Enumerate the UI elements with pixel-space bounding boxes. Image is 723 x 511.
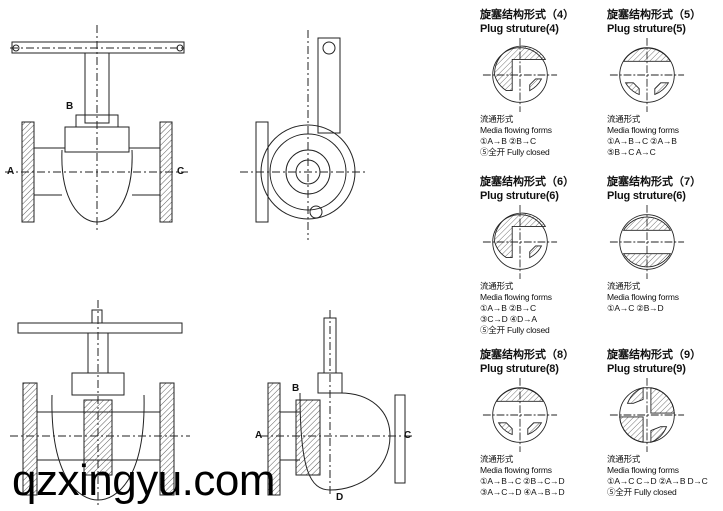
side-view-bottom [260,310,412,496]
port-label-a-2: A [255,430,263,441]
side-view-top [240,30,365,240]
valve-drawings [5,25,412,508]
port-label-c: C [177,166,185,177]
watermark: qzxingyu.com [12,456,276,505]
plug-structure-5: 旋塞结构形式（5） Plug struture(5) 流通形式 Media fl… [607,8,723,158]
port-label-b: B [66,101,74,112]
section-title-en: Plug struture(4) [480,23,559,35]
section-title-cn: 旋塞结构形式（5） [607,9,702,21]
section-title-en: Plug struture(6) [480,190,559,202]
section-title-cn: 旋塞结构形式（4） [480,9,575,21]
plug-section-diagram [609,377,685,453]
plug-section-diagram [482,37,558,113]
section-title-cn: 旋塞结构形式（6） [480,176,575,188]
section-title-en: Plug struture(8) [480,363,559,375]
flow-title-en: Media flowing forms [480,125,552,135]
plug-structure-7: 旋塞结构形式（7） Plug struture(6) 流通形式 Media fl… [607,175,723,314]
flow-line: ①A→B ②B→C [480,303,536,313]
flow-line: ①A→C C→D ②A→B D→C [607,476,708,486]
front-view-top [5,25,188,230]
flow-line: ⑤全开 Fully closed [607,487,677,497]
flow-title-cn: 流通形式 [480,281,514,291]
front-view-bottom [10,300,190,508]
section-title-cn: 旋塞结构形式（8） [480,349,575,361]
plug-section-diagram [482,377,558,453]
flow-line: ③C→D ④D→A [480,314,537,324]
port-label-a: A [7,166,15,177]
flow-title-cn: 流通形式 [607,114,641,124]
plug-section-diagram [609,37,685,113]
flow-title-en: Media flowing forms [607,465,679,475]
section-title-en: Plug struture(6) [607,190,686,202]
flow-line: ⑤全开 Fully closed [480,147,550,157]
flow-line: ③A→C→D ④A→B→D [480,487,565,497]
flow-title-cn: 流通形式 [607,281,641,291]
flow-line: ⑤B→C A→C [607,147,656,157]
section-title-cn: 旋塞结构形式（9） [607,349,702,361]
port-label-c-2: C [404,430,412,441]
flow-line: ⑤全开 Fully closed [480,325,550,335]
flow-title-cn: 流通形式 [480,114,514,124]
section-title-en: Plug struture(9) [607,363,686,375]
flow-title-cn: 流通形式 [480,454,514,464]
plug-structure-9: 旋塞结构形式（9） Plug struture(9) 流通形式 Media fl… [607,348,723,498]
flow-line: ①A→B→C ②A→B [607,136,677,146]
flow-line: ①A→B→C ②B→C→D [480,476,565,486]
section-title-cn: 旋塞结构形式（7） [607,176,702,188]
plug-structure-8: 旋塞结构形式（8） Plug struture(8) 流通形式 Media fl… [480,348,605,498]
flow-line: ①A→B ②B→C [480,136,536,146]
plug-section-diagram [482,204,558,280]
flow-title-en: Media flowing forms [607,125,679,135]
plug-structure-4: 旋塞结构形式（4） Plug struture(4) 流通形式 Media fl… [480,8,605,158]
port-label-b-2: B [292,383,300,394]
flow-title-en: Media flowing forms [607,292,679,302]
plug-structure-6: 旋塞结构形式（6） Plug struture(6) 流通形式 Media fl… [480,175,605,336]
flow-line: ①A→C ②B→D [607,303,664,313]
flow-title-en: Media flowing forms [480,465,552,475]
section-title-en: Plug struture(5) [607,23,686,35]
plug-section-diagram [609,204,685,280]
port-label-d: D [336,492,344,503]
flow-title-en: Media flowing forms [480,292,552,302]
flow-title-cn: 流通形式 [607,454,641,464]
